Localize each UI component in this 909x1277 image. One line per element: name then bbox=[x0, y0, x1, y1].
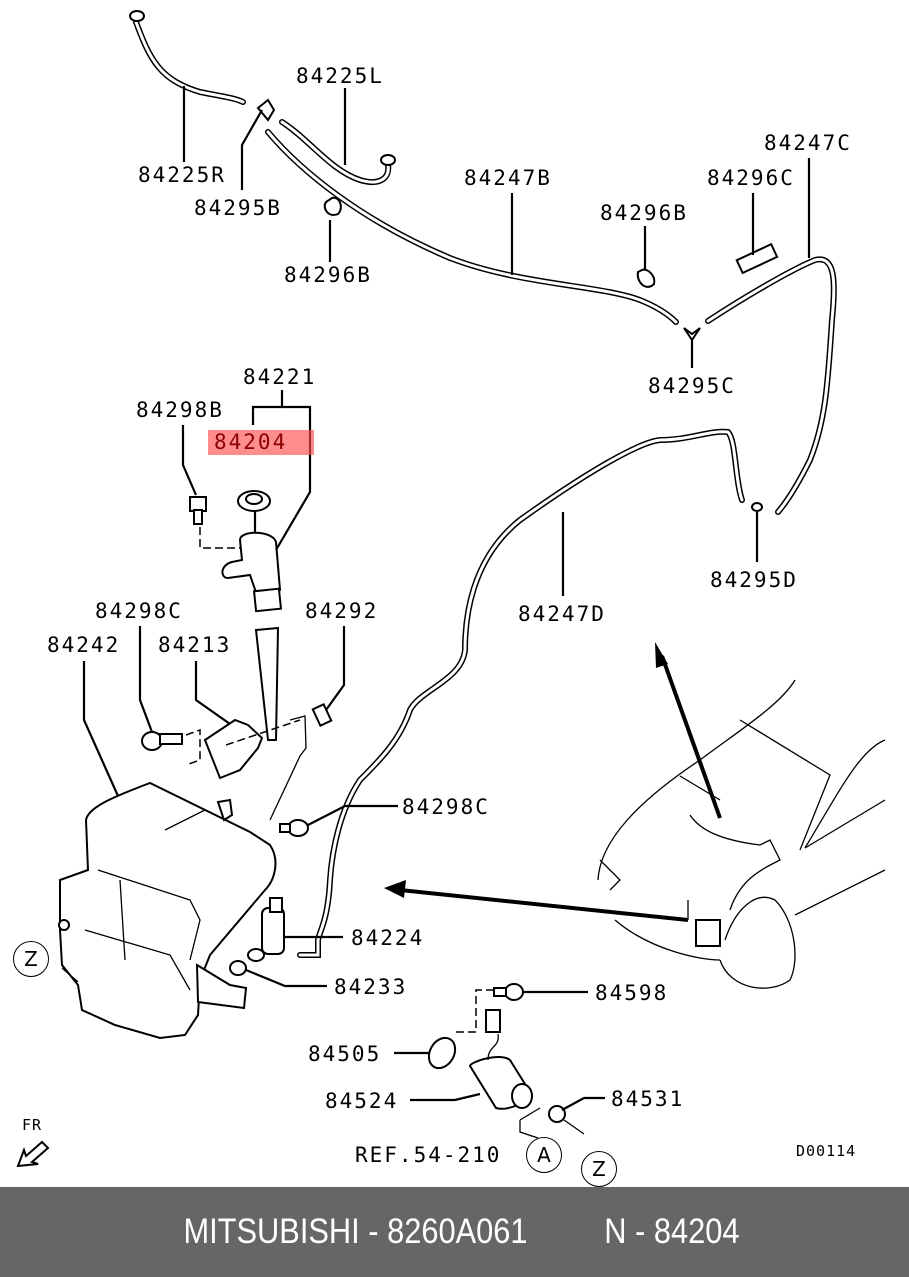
label-84224: 84224 bbox=[351, 926, 425, 950]
bolt-84298b-guide bbox=[199, 527, 240, 549]
label-84233: 84233 bbox=[334, 975, 408, 999]
joint-84295b bbox=[256, 98, 276, 122]
bolt-84298c-upper bbox=[141, 731, 183, 751]
callout-z-left: Z bbox=[13, 941, 49, 977]
motor-84524 bbox=[468, 1033, 533, 1110]
grommet-84233 bbox=[229, 960, 247, 976]
label-84242: 84242 bbox=[47, 633, 121, 657]
hose-84247c bbox=[705, 256, 837, 515]
car-sketch bbox=[597, 679, 886, 989]
bolt-84298c-mid bbox=[279, 819, 309, 837]
hose-84225l bbox=[279, 119, 396, 186]
label-84505: 84505 bbox=[308, 1042, 382, 1066]
pump-84224 bbox=[247, 897, 285, 962]
label-84298c-top: 84298C bbox=[95, 599, 183, 623]
hose-84247d bbox=[297, 428, 745, 958]
label-84295c: 84295C bbox=[648, 374, 736, 398]
ref-bracket bbox=[519, 1107, 541, 1139]
label-84296b-mid: 84296B bbox=[600, 201, 688, 225]
hose-84247b bbox=[265, 129, 679, 325]
clip-84296b-mid bbox=[636, 268, 656, 288]
parts-diagram: 84225L 84225R 84295B 84296B 84247B 84296… bbox=[13, 10, 886, 1187]
pointer-arrow-tank bbox=[384, 880, 689, 922]
label-84524: 84524 bbox=[325, 1089, 399, 1113]
label-84298c-mid: 84298C bbox=[402, 795, 490, 819]
label-front: FR bbox=[22, 1116, 43, 1134]
label-84247d: 84247D bbox=[518, 602, 606, 626]
part-number-banner: MITSUBISHI - 8260A061 N - 84204 bbox=[0, 1187, 909, 1277]
label-84225r: 84225R bbox=[138, 163, 226, 187]
diagram-reference-number: N - 84204 bbox=[604, 1212, 740, 1251]
joint-84295c bbox=[683, 327, 701, 342]
label-84225l: 84225L bbox=[296, 64, 384, 88]
connector bbox=[485, 1009, 501, 1033]
grommet-84531 bbox=[548, 1105, 566, 1123]
label-84295d: 84295D bbox=[710, 568, 798, 592]
clamp-84505 bbox=[427, 1036, 457, 1070]
brand-part-number: MITSUBISHI - 8260A061 bbox=[183, 1212, 528, 1251]
sensor-84598-guide bbox=[456, 989, 494, 1033]
tank-84242 bbox=[58, 781, 277, 1040]
label-reference: REF.54-210 bbox=[355, 1143, 502, 1167]
label-84204-highlighted: 84204 bbox=[208, 430, 314, 455]
bracket-84213 bbox=[203, 718, 264, 780]
callout-a: A bbox=[526, 1137, 562, 1173]
label-84213: 84213 bbox=[158, 633, 232, 657]
leader-lines bbox=[61, 86, 811, 1135]
label-84247b: 84247B bbox=[464, 166, 552, 190]
label-84598: 84598 bbox=[595, 981, 669, 1005]
sensor-84598 bbox=[493, 983, 524, 1001]
tube-84292-bracket bbox=[269, 715, 307, 821]
front-direction-arrow bbox=[16, 1140, 50, 1168]
bolt-84298b bbox=[189, 496, 207, 525]
label-84221: 84221 bbox=[243, 365, 317, 389]
diagram-drawing bbox=[16, 10, 886, 1168]
clip-84292 bbox=[311, 702, 333, 728]
clip-84296c bbox=[735, 242, 779, 275]
clip-84296b-top bbox=[323, 196, 342, 216]
label-84531: 84531 bbox=[611, 1087, 685, 1111]
pointer-arrow-hood bbox=[655, 642, 722, 819]
callout-z-right: Z bbox=[581, 1151, 617, 1187]
filler-neck-84221 bbox=[221, 531, 283, 741]
label-84247c: 84247C bbox=[764, 131, 852, 155]
label-84292: 84292 bbox=[305, 599, 379, 623]
label-84295b: 84295B bbox=[194, 196, 282, 220]
label-84296b-top: 84296B bbox=[284, 263, 372, 287]
joint-84295d bbox=[751, 502, 763, 512]
clip-84292-guide bbox=[225, 719, 301, 746]
label-84298b: 84298B bbox=[136, 398, 224, 422]
hose-84225r bbox=[129, 10, 246, 105]
label-84296c: 84296C bbox=[707, 166, 795, 190]
drawing-code: D00114 bbox=[796, 1142, 857, 1160]
bolt-84298c-guide bbox=[185, 728, 201, 766]
